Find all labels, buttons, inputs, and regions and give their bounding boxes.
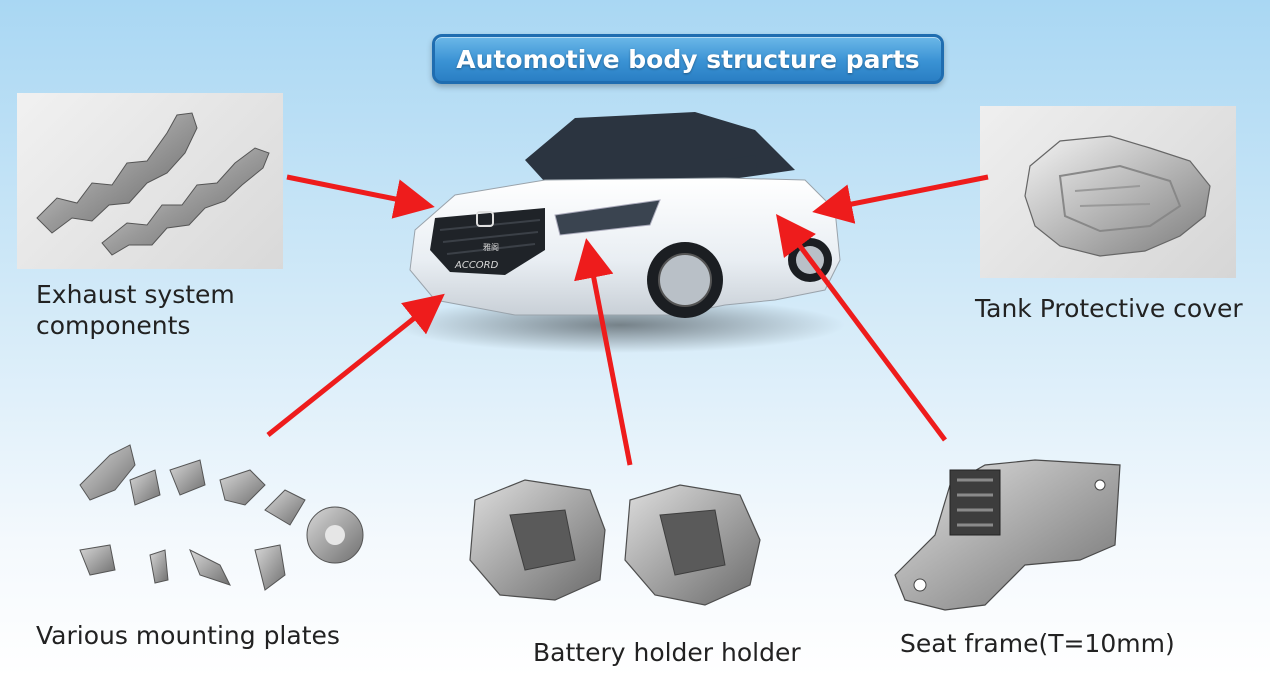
exhaust-label-line2: components: [36, 311, 191, 340]
car-photo: ACCORD 雅阁: [395, 100, 845, 355]
mounting-plates-photo: [70, 425, 370, 605]
battery-label: Battery holder holder: [533, 637, 801, 668]
honda-logo-icon: [476, 211, 494, 227]
mounting-label-line1: Various mounting plates: [36, 621, 340, 650]
car-grille-text: ACCORD: [454, 260, 499, 271]
battery-holder-photo: [455, 470, 775, 615]
title-banner: Automotive body structure parts: [432, 34, 944, 84]
seat-label: Seat frame(T=10mm): [900, 628, 1175, 659]
tank-cover-photo: [980, 106, 1236, 278]
tank-label-line1: Tank Protective cover: [975, 294, 1243, 323]
seat-label-line1: Seat frame(T=10mm): [900, 629, 1175, 658]
exhaust-components-photo: [17, 93, 283, 269]
mounting-label: Various mounting plates: [36, 620, 340, 651]
tank-label: Tank Protective cover: [975, 293, 1243, 324]
page-title: Automotive body structure parts: [456, 44, 920, 74]
car-badge-text: 雅阁: [483, 242, 499, 252]
arrow-tank: [812, 174, 989, 224]
exhaust-label-line1: Exhaust system: [36, 280, 235, 309]
seat-frame-photo: [875, 455, 1135, 615]
battery-label-line1: Battery holder holder: [533, 638, 801, 667]
exhaust-label: Exhaust system components: [36, 279, 235, 341]
